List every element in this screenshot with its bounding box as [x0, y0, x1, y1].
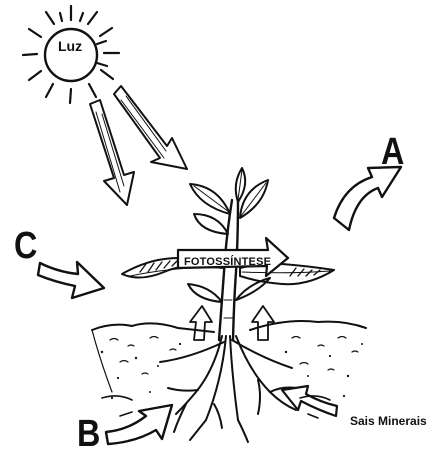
stem: [219, 200, 238, 340]
sun-label: Luz: [58, 38, 82, 54]
light-arrow-icon: [114, 86, 187, 169]
sun-icon: [23, 6, 119, 103]
label-a: A: [381, 133, 404, 171]
roots: [160, 336, 296, 442]
light-arrow-icon: [90, 100, 134, 205]
label-c: C: [14, 227, 37, 265]
up-arrow-icon: [190, 306, 212, 340]
minerals-label: Sais Minerais: [350, 414, 427, 428]
arrow-a-icon: [334, 167, 401, 230]
photosynthesis-label: FOTOSSÍNTESE: [184, 256, 271, 268]
arrow-b-icon: [106, 405, 172, 444]
up-arrow-icon: [252, 306, 274, 340]
label-b: B: [77, 415, 100, 453]
minerals-arrow-icon: [282, 386, 337, 416]
arrow-c-icon: [38, 262, 104, 298]
